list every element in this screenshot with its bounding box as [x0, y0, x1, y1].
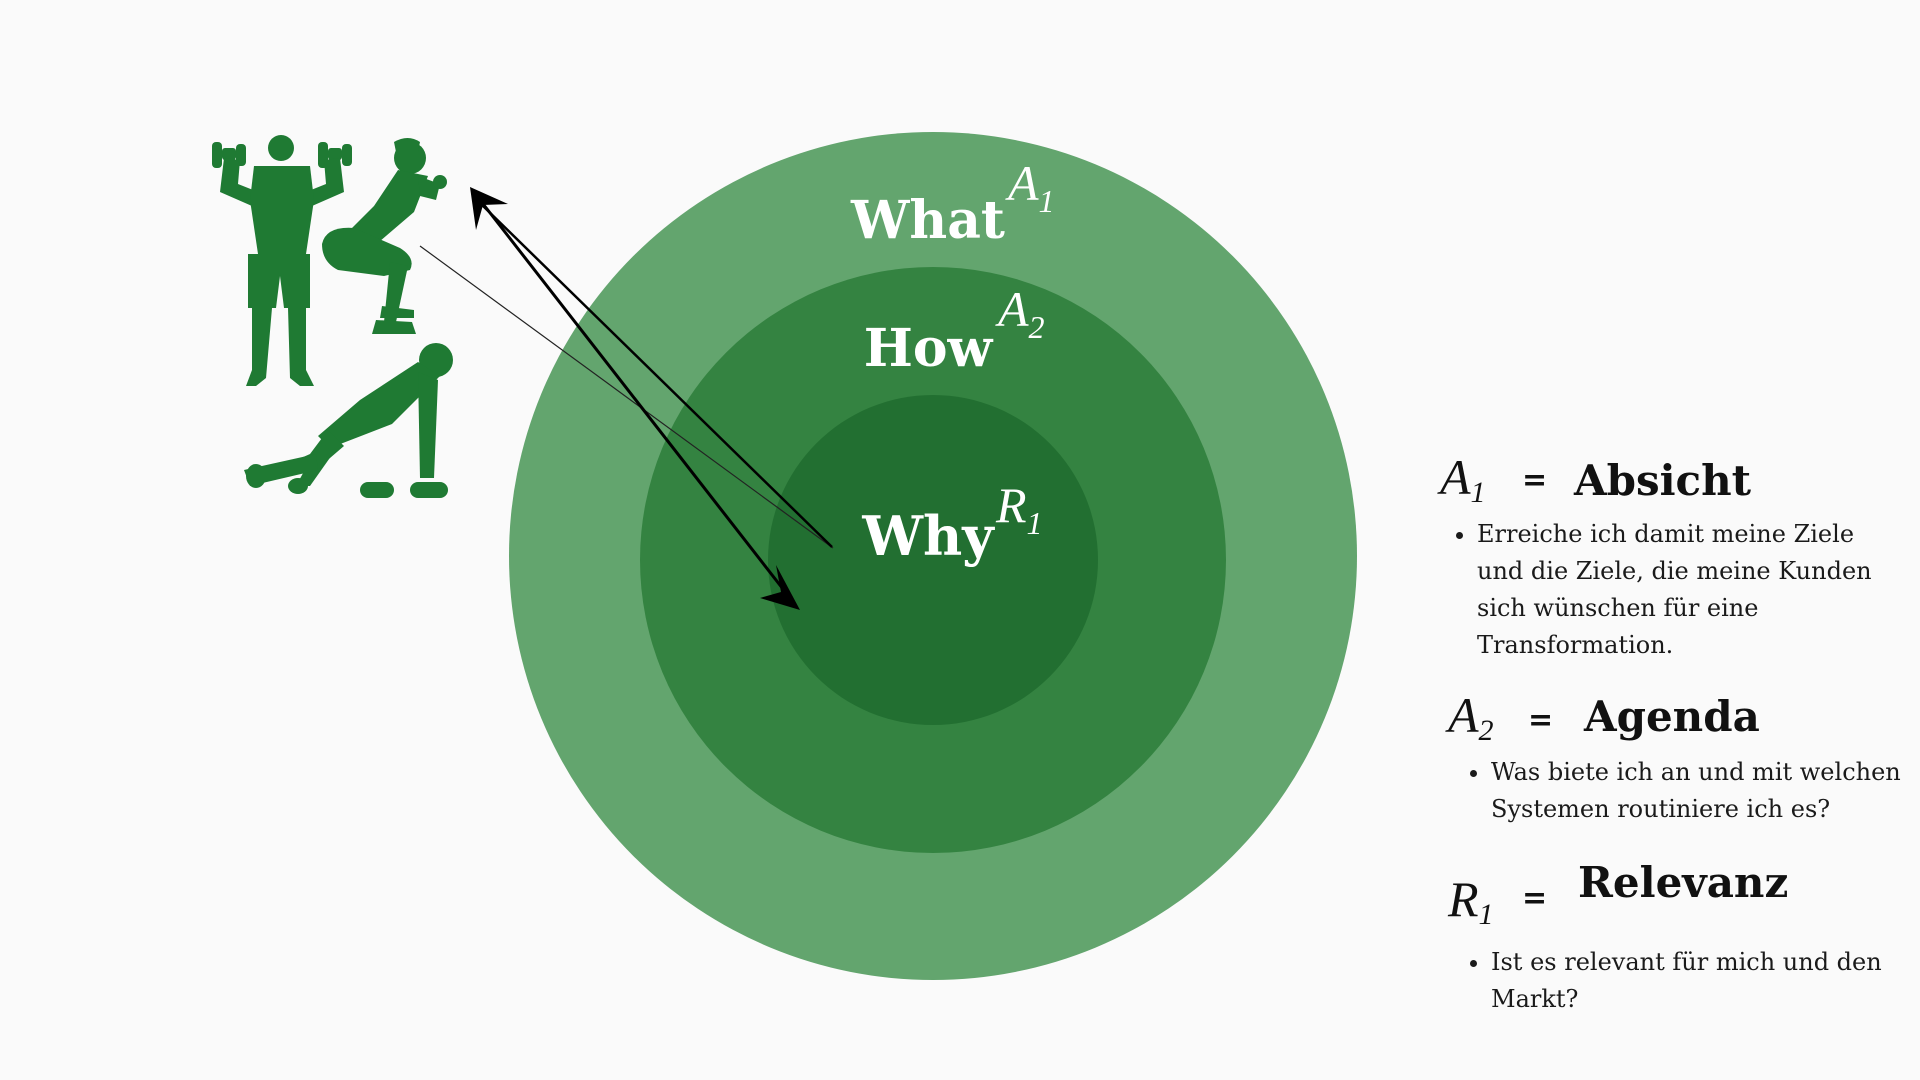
- why-label: Why: [861, 504, 995, 568]
- arrowhead-to-center: [760, 565, 800, 610]
- squat-figure: [322, 138, 447, 334]
- list-item: Was biete ich an und mit welchen Systeme…: [1491, 754, 1920, 828]
- agenda-bullet-list: Was biete ich an und mit welchen Systeme…: [1461, 754, 1920, 828]
- list-item: Erreiche ich damit meine Ziele und die Z…: [1477, 516, 1907, 664]
- equals-sign: =: [1528, 703, 1554, 738]
- how-label: How: [864, 318, 994, 379]
- why-symbol: R1: [995, 477, 1043, 541]
- double-arrow: [470, 187, 833, 610]
- what-symbol: A1: [1005, 155, 1055, 219]
- thin-connector-line: [419, 245, 834, 549]
- dumbbell-press-figure: [212, 135, 352, 386]
- equals-sign: =: [1522, 881, 1548, 916]
- absicht-bullet-list: Erreiche ich damit meine Ziele und die Z…: [1447, 516, 1907, 664]
- legend-entry-agenda: A2 = Agenda: [1448, 690, 1888, 750]
- list-item: Ist es relevant für mich und den Markt?: [1491, 944, 1920, 1018]
- legend: A1 = Absicht Erreiche ich damit meine Zi…: [1430, 440, 1901, 1040]
- equals-sign: =: [1522, 463, 1548, 498]
- fitness-figures: [212, 135, 453, 498]
- legend-symbol: R1: [1448, 871, 1494, 931]
- legend-symbol: A1: [1440, 449, 1486, 509]
- arrowhead-to-figures: [470, 187, 508, 230]
- legend-symbol: A2: [1448, 687, 1494, 747]
- pushup-figure: [244, 343, 453, 498]
- relevanz-bullet-list: Ist es relevant für mich und den Markt?: [1461, 944, 1920, 1018]
- legend-entry-relevanz: R1 = Relevanz: [1448, 862, 1888, 931]
- inner-ring-why: [768, 395, 1098, 725]
- term-agenda: Agenda: [1584, 692, 1760, 741]
- term-absicht: Absicht: [1574, 456, 1752, 505]
- what-label: What: [850, 190, 1005, 251]
- term-relevanz: Relevanz: [1578, 858, 1789, 907]
- how-symbol: A2: [995, 281, 1045, 345]
- legend-entry-absicht: A1 = Absicht: [1440, 452, 1880, 512]
